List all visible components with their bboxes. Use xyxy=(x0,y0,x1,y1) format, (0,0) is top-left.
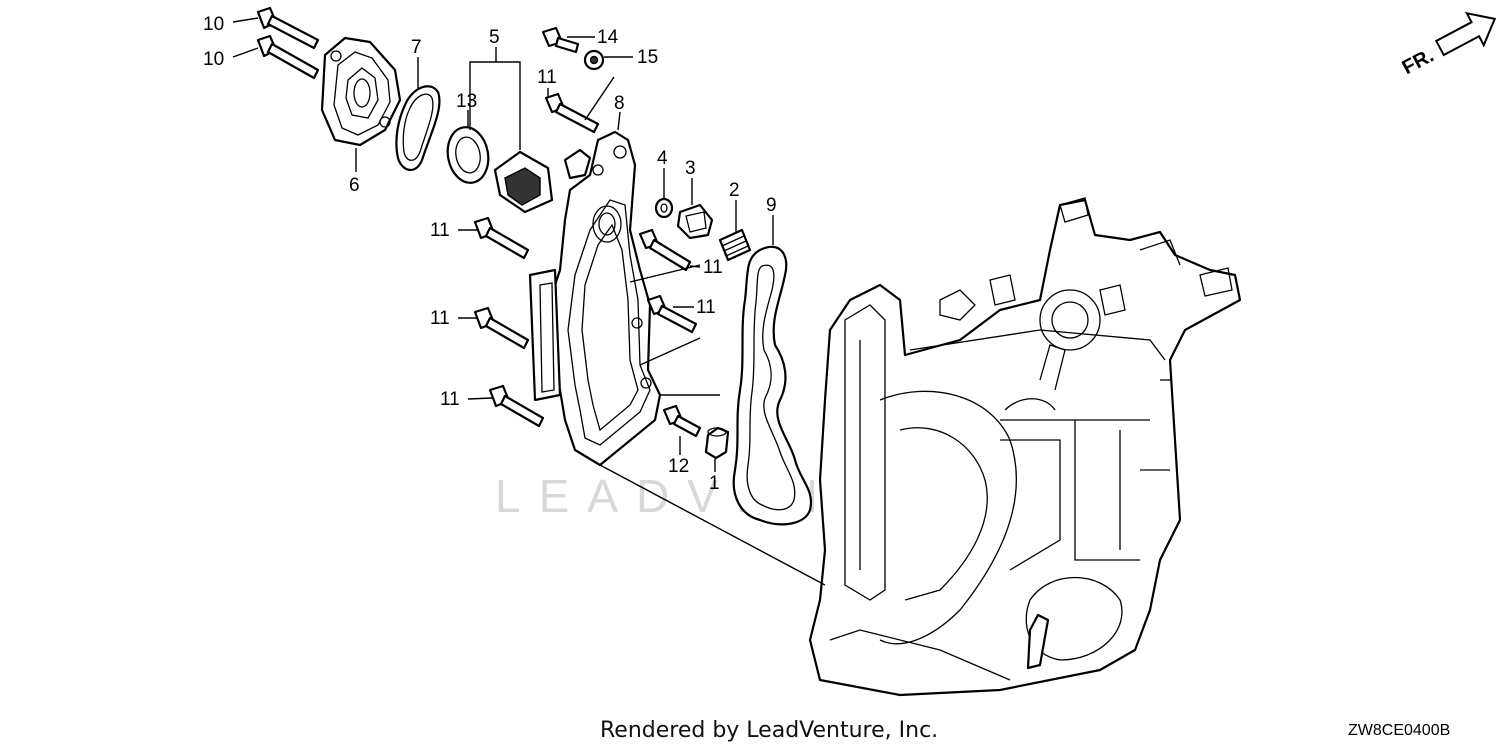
callout-14: 14 xyxy=(597,27,619,48)
callout-10-upper: 10 xyxy=(203,14,224,35)
callout-3: 3 xyxy=(685,158,696,179)
callout-11-mid-b: 11 xyxy=(696,297,716,318)
callout-1: 1 xyxy=(709,473,720,494)
relief-valve-3 xyxy=(676,203,714,240)
spring-2 xyxy=(718,228,752,262)
thermostat-cover-6 xyxy=(320,36,402,147)
bolt-11-a xyxy=(473,216,530,260)
callout-11-left-c: 11 xyxy=(440,389,460,410)
bolt-11-top xyxy=(544,92,600,134)
bolt-10-lower xyxy=(256,34,320,80)
callouts: 10 10 7 5 14 15 11 13 8 6 4 3 2 9 11 11 … xyxy=(203,14,777,494)
bolt-11-e xyxy=(488,384,545,428)
diagram-code: ZW8CE0400B xyxy=(1348,722,1451,739)
bolt-10-upper xyxy=(256,6,320,50)
callout-15: 15 xyxy=(637,47,658,68)
washer-4 xyxy=(654,197,674,219)
washer-15 xyxy=(583,49,605,71)
callout-11-top: 11 xyxy=(537,67,557,88)
callout-4: 4 xyxy=(657,148,668,169)
bolt-14 xyxy=(541,26,580,54)
callout-13: 13 xyxy=(456,91,477,112)
front-direction-indicator: FR. xyxy=(1399,11,1497,80)
callout-6: 6 xyxy=(349,175,360,196)
callout-2: 2 xyxy=(729,180,740,201)
callout-7: 7 xyxy=(411,37,422,58)
thermostat-5 xyxy=(493,150,554,214)
callout-5: 5 xyxy=(489,27,500,48)
callout-10-lower: 10 xyxy=(203,49,224,70)
gasket-9 xyxy=(732,245,813,526)
render-credit: Rendered by LeadVenture, Inc. xyxy=(600,718,939,743)
collar-1 xyxy=(704,426,730,460)
callout-11-left-a: 11 xyxy=(430,220,450,241)
bolt-11-b xyxy=(638,228,692,272)
o-ring-7 xyxy=(395,85,441,171)
callout-8: 8 xyxy=(614,93,625,114)
front-label: FR. xyxy=(1399,45,1438,80)
front-arrow-icon xyxy=(1434,11,1497,57)
water-cover-8 xyxy=(528,130,662,467)
leader-lines xyxy=(232,17,826,586)
cylinder-block xyxy=(808,197,1242,697)
bolt-12 xyxy=(662,404,702,438)
bolt-11-c xyxy=(646,294,698,334)
seal-13 xyxy=(446,126,490,184)
callout-11-left-b: 11 xyxy=(430,308,450,329)
callout-9: 9 xyxy=(766,195,777,216)
bolt-11-d xyxy=(473,306,530,350)
callout-11-mid-a: 11 xyxy=(703,257,723,278)
callout-12: 12 xyxy=(668,456,689,477)
